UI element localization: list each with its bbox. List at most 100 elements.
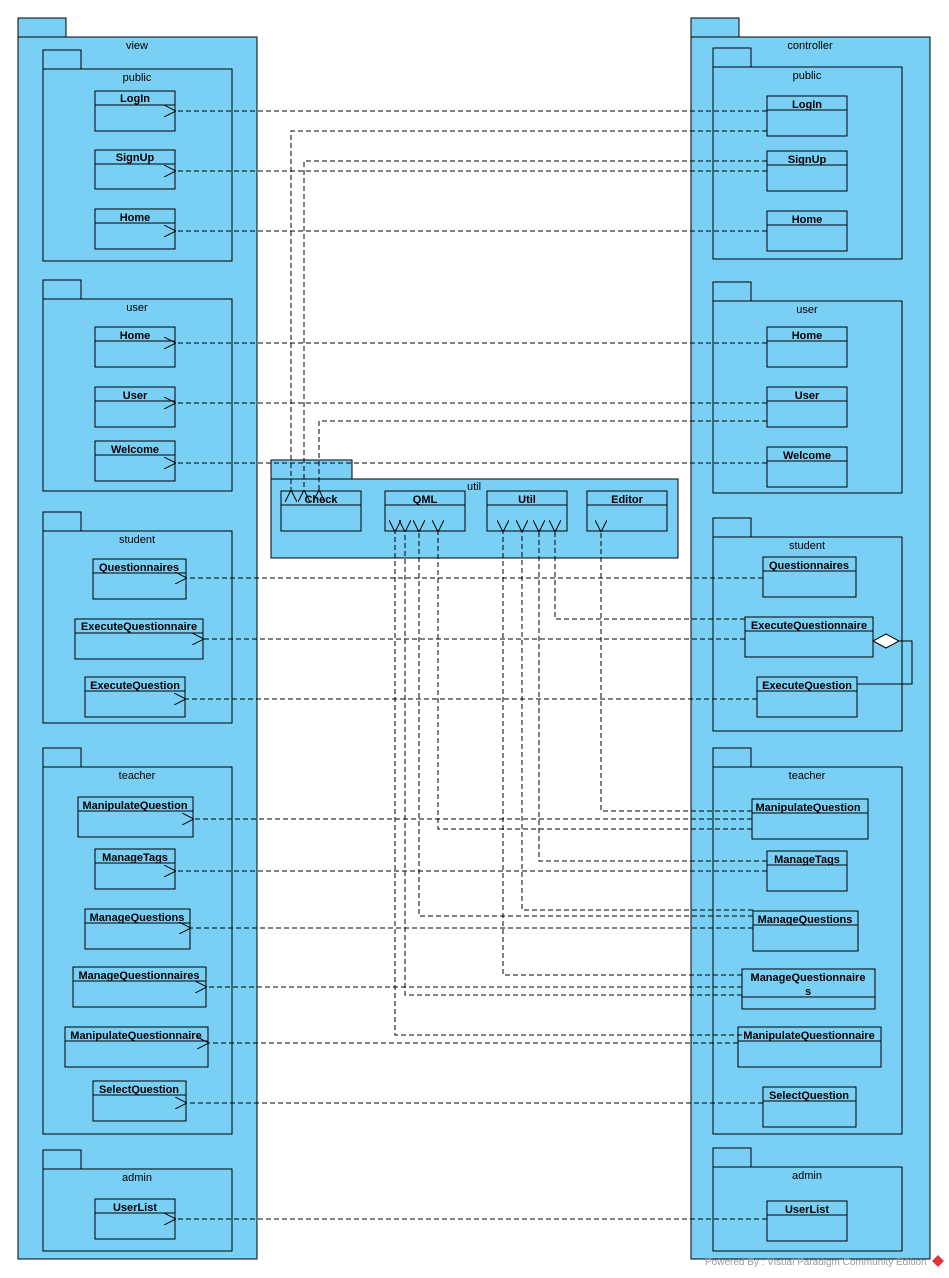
package-tab: [712, 517, 752, 539]
class-name: Util: [518, 494, 536, 506]
view-class-execute-questionnaire[interactable]: ExecuteQuestionnaire: [74, 618, 204, 660]
class-name: ManageQuestions: [90, 912, 185, 924]
class-name: LogIn: [792, 99, 822, 111]
package-name-admin: admin: [122, 1172, 152, 1184]
package-name-student: student: [789, 540, 825, 552]
view-class-manage-questions[interactable]: ManageQuestions: [84, 908, 191, 950]
class-name: ManipulateQuestion: [82, 800, 187, 812]
class-name: LogIn: [120, 93, 150, 105]
package-tab: [42, 279, 82, 301]
dependency-user-check: [319, 420, 767, 490]
class-name: UserList: [113, 1202, 157, 1214]
controller-class-login[interactable]: LogIn: [766, 95, 848, 137]
controller-class-user[interactable]: User: [766, 386, 848, 428]
dependencies-controller-to-view: [176, 111, 767, 1219]
dependencies-controller-to-util: [291, 130, 767, 1036]
controller-class-home-public[interactable]: Home: [766, 210, 848, 252]
controller-class-home-user[interactable]: Home: [766, 326, 848, 368]
class-name: Editor: [611, 494, 643, 506]
class-name: Home: [792, 214, 823, 226]
view-class-user[interactable]: User: [94, 386, 176, 428]
controller-class-manage-questionnaires[interactable]: ManageQuestionnaire s: [741, 968, 876, 1010]
class-name: User: [123, 390, 148, 402]
controller-class-manipulate-questionnaire[interactable]: ManipulateQuestionnaire: [737, 1026, 882, 1068]
controller-class-execute-questionnaire[interactable]: ExecuteQuestionnaire: [744, 616, 874, 658]
controller-class-execute-question[interactable]: ExecuteQuestion: [756, 676, 858, 718]
package-name-util: util: [467, 481, 481, 493]
class-name: ExecuteQuestionnaire: [81, 621, 197, 633]
util-class-util[interactable]: Util: [486, 490, 568, 532]
controller-class-user-list[interactable]: UserList: [766, 1200, 848, 1242]
class-name: ManageTags: [774, 854, 840, 866]
view-class-welcome[interactable]: Welcome: [94, 440, 176, 482]
package-tab: [690, 17, 740, 39]
controller-class-select-question[interactable]: SelectQuestion: [762, 1086, 857, 1128]
class-name: SelectQuestion: [99, 1084, 179, 1096]
package-name-user: user: [796, 304, 818, 316]
class-name: Home: [120, 330, 151, 342]
controller-class-questionnaires[interactable]: Questionnaires: [762, 556, 857, 598]
dependency-manipulate-question-qml: [438, 532, 752, 830]
class-name: Check: [304, 494, 338, 506]
dependency-manage-questionnaires-qml: [405, 532, 742, 996]
view-class-questionnaires[interactable]: Questionnaires: [92, 558, 187, 600]
class-name-line2: s: [805, 986, 811, 998]
package-tab: [712, 281, 752, 303]
class-name: ExecuteQuestion: [90, 680, 180, 692]
class-name: Home: [120, 212, 151, 224]
class-name: SignUp: [116, 152, 155, 164]
dependency-login-check: [291, 130, 767, 490]
view-class-manipulate-questionnaire[interactable]: ManipulateQuestionnaire: [64, 1026, 209, 1068]
controller-class-signup[interactable]: SignUp: [766, 150, 848, 192]
package-name-controller: controller: [787, 40, 833, 52]
class-name: SignUp: [788, 154, 827, 166]
package-tab: [42, 49, 82, 71]
view-class-manipulate-question[interactable]: ManipulateQuestion: [77, 796, 194, 838]
view-class-login[interactable]: LogIn: [94, 90, 176, 132]
view-class-home-user[interactable]: Home: [94, 326, 176, 368]
dependency-signup-check: [304, 160, 767, 490]
view-class-manage-questionnaires[interactable]: ManageQuestionnaires: [72, 966, 207, 1008]
class-name: User: [795, 390, 820, 402]
dependency-manipulate-questionnaire-qml: [395, 532, 742, 1036]
view-class-signup[interactable]: SignUp: [94, 149, 176, 190]
class-name: SelectQuestion: [769, 1090, 849, 1102]
package-tab: [42, 511, 82, 533]
class-name: ManageQuestions: [758, 914, 853, 926]
class-name: Questionnaires: [99, 562, 179, 574]
package-tab: [712, 1147, 752, 1169]
class-name: ManipulateQuestion: [755, 802, 860, 814]
class-name: Home: [792, 330, 823, 342]
view-class-manage-tags[interactable]: ManageTags: [94, 848, 176, 890]
aggregation-line: [857, 640, 913, 685]
visual-paradigm-logo-icon: [932, 1255, 944, 1267]
package-name-student: student: [119, 534, 155, 546]
class-name: ExecuteQuestion: [762, 680, 852, 692]
watermark: Powered By : Visual Paradigm Community E…: [705, 1255, 944, 1268]
view-class-home-public[interactable]: Home: [94, 208, 176, 250]
controller-class-welcome[interactable]: Welcome: [766, 446, 848, 488]
class-name: Questionnaires: [769, 560, 849, 572]
package-tab: [712, 747, 752, 769]
view-class-execute-question[interactable]: ExecuteQuestion: [84, 676, 186, 718]
util-class-qml[interactable]: QML: [384, 490, 466, 532]
util-class-check[interactable]: Check: [280, 490, 362, 532]
util-class-editor[interactable]: Editor: [586, 490, 668, 532]
view-class-user-list[interactable]: UserList: [94, 1198, 176, 1240]
class-name: ManipulateQuestionnaire: [743, 1030, 874, 1042]
package-name-public: public: [793, 70, 822, 82]
class-name: ManageQuestionnaires: [78, 970, 199, 982]
dependency-manage-questions-util: [522, 532, 753, 911]
package-name-admin: admin: [792, 1170, 822, 1182]
class-name: ExecuteQuestionnaire: [751, 620, 867, 632]
aggregation-execute-question: [857, 633, 913, 685]
package-tab: [42, 747, 82, 769]
class-name: Welcome: [783, 450, 831, 462]
controller-class-manipulate-question[interactable]: ManipulateQuestion: [751, 798, 869, 840]
controller-class-manage-questions[interactable]: ManageQuestions: [752, 910, 859, 952]
view-class-select-question[interactable]: SelectQuestion: [92, 1080, 187, 1122]
package-name-user: user: [126, 302, 148, 314]
controller-class-manage-tags[interactable]: ManageTags: [766, 850, 848, 892]
dependency-manipulate-question-editor: [601, 532, 752, 812]
class-name: ManageTags: [102, 852, 168, 864]
